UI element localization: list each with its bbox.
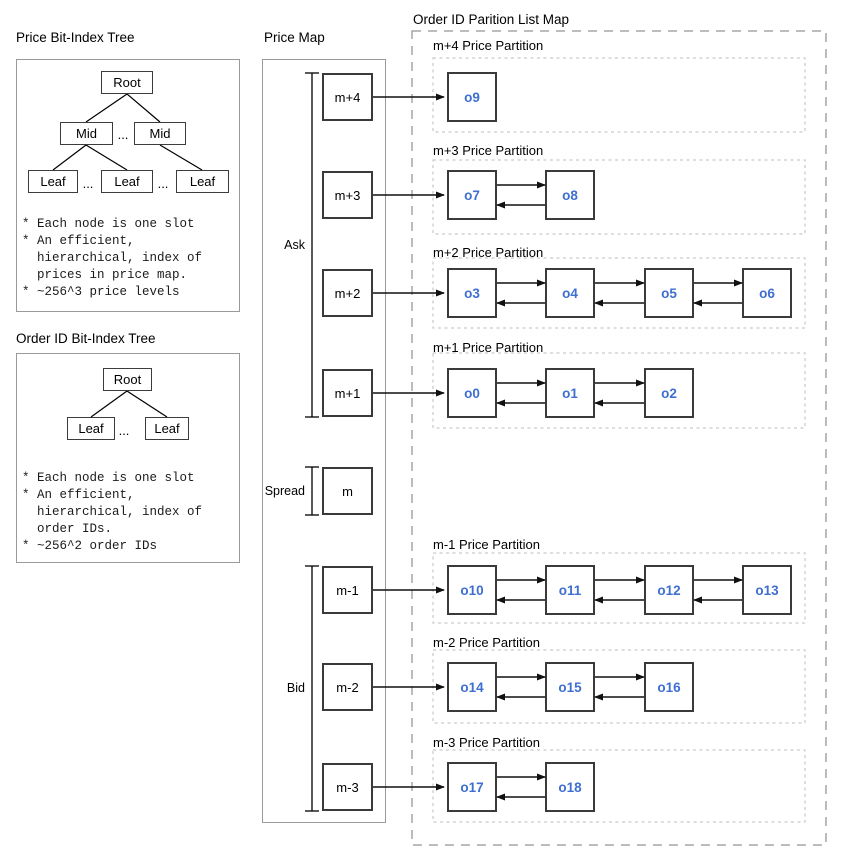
order-node: o17 bbox=[447, 762, 497, 812]
order-node: o0 bbox=[447, 368, 497, 418]
price-map-box bbox=[262, 59, 386, 823]
order-node: o16 bbox=[644, 662, 694, 712]
price-tree-box bbox=[16, 59, 240, 312]
tree-node-leaf: Leaf bbox=[145, 417, 189, 440]
tree-node-mid: Mid bbox=[60, 122, 113, 145]
ellipsis: ... bbox=[117, 127, 129, 142]
order-node: o13 bbox=[742, 565, 792, 615]
tree-node-leaf: Leaf bbox=[28, 170, 78, 193]
order-node: o4 bbox=[545, 268, 595, 318]
tree-node-root: Root bbox=[101, 71, 153, 94]
price-level-box: m-1 bbox=[322, 566, 373, 614]
order-node: o8 bbox=[545, 170, 595, 220]
ellipsis: ... bbox=[157, 176, 169, 191]
price-level-box: m+1 bbox=[322, 369, 373, 417]
order-node: o18 bbox=[545, 762, 595, 812]
order-node: o5 bbox=[644, 268, 694, 318]
order-node: o1 bbox=[545, 368, 595, 418]
order-node: o10 bbox=[447, 565, 497, 615]
ellipsis: ... bbox=[82, 176, 94, 191]
tree-node-root: Root bbox=[103, 368, 152, 391]
ellipsis: ... bbox=[118, 423, 130, 438]
tree-node-leaf: Leaf bbox=[101, 170, 153, 193]
order-node: o14 bbox=[447, 662, 497, 712]
price-level-box: m bbox=[322, 467, 373, 515]
order-node: o15 bbox=[545, 662, 595, 712]
order-tree-box bbox=[16, 353, 240, 563]
tree-node-mid: Mid bbox=[134, 122, 186, 145]
price-tree-notes: * Each node is one slot * An efficient, … bbox=[22, 217, 203, 299]
price-level-box: m-3 bbox=[322, 763, 373, 811]
price-level-box: m+3 bbox=[322, 171, 373, 219]
order-node: o12 bbox=[644, 565, 694, 615]
order-node: o11 bbox=[545, 565, 595, 615]
price-level-box: m+2 bbox=[322, 269, 373, 317]
tree-node-leaf: Leaf bbox=[67, 417, 115, 440]
price-level-box: m+4 bbox=[322, 73, 373, 121]
order-node: o3 bbox=[447, 268, 497, 318]
order-node: o9 bbox=[447, 72, 497, 122]
tree-node-leaf: Leaf bbox=[176, 170, 229, 193]
order-node: o2 bbox=[644, 368, 694, 418]
order-node: o7 bbox=[447, 170, 497, 220]
price-level-box: m-2 bbox=[322, 663, 373, 711]
order-node: o6 bbox=[742, 268, 792, 318]
order-tree-notes: * Each node is one slot * An efficient, … bbox=[22, 471, 203, 553]
